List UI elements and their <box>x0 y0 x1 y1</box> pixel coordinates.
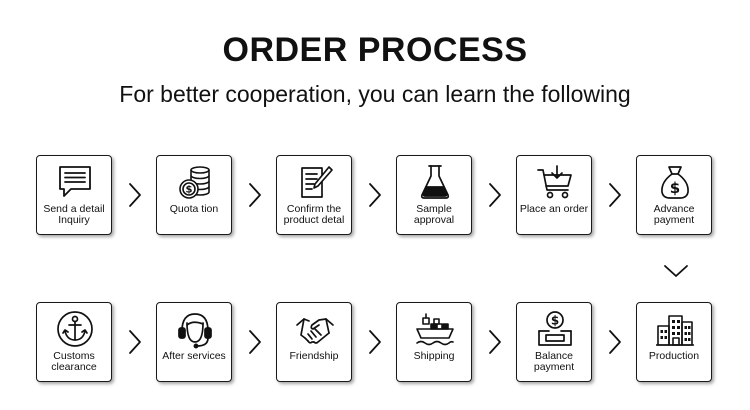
svg-text:$: $ <box>670 179 680 197</box>
step-label: Confirm the product detal <box>283 203 345 226</box>
page-subtitle: For better cooperation, you can learn th… <box>119 81 631 107</box>
coins-icon: $ <box>175 162 215 202</box>
handshake-icon <box>295 309 335 349</box>
flask-icon <box>415 162 455 202</box>
step-label: Sample approval <box>413 203 455 226</box>
step-confirm-product: Confirm the product detal <box>276 155 352 235</box>
step-label: Place an order <box>519 203 589 215</box>
step-customs-clearance: Customs clearance <box>36 302 112 382</box>
chevron-right-icon <box>128 182 142 208</box>
chevron-right-icon <box>488 182 502 208</box>
step-place-order: Place an order <box>516 155 592 235</box>
step-label: Advance payment <box>653 203 695 226</box>
money-bag-icon: $ <box>655 162 695 202</box>
chevron-right-icon <box>248 329 262 355</box>
page-title: ORDER PROCESS <box>222 31 528 69</box>
step-label: Balance payment <box>533 350 575 373</box>
step-label: Quota tion <box>169 203 219 215</box>
step-label: After services <box>162 350 226 362</box>
anchor-icon <box>55 309 95 349</box>
step-label: Friendship <box>289 350 339 362</box>
step-label: Send a detail Inquiry <box>43 203 105 226</box>
step-label: Customs clearance <box>51 350 97 373</box>
step-label: Shipping <box>413 350 455 362</box>
chevron-right-icon <box>248 182 262 208</box>
svg-text:$: $ <box>186 185 193 196</box>
step-label: Production <box>648 350 700 362</box>
chevron-right-icon <box>368 329 382 355</box>
payment-box-icon: $ <box>535 309 575 349</box>
chevron-down-icon <box>663 264 689 278</box>
chevron-right-icon <box>608 329 622 355</box>
factory-buildings-icon <box>655 309 695 349</box>
step-quotation: $ Quota tion <box>156 155 232 235</box>
document-pen-icon <box>295 162 335 202</box>
chevron-right-icon <box>488 329 502 355</box>
step-production: Production <box>636 302 712 382</box>
step-balance-payment: $ Balance payment <box>516 302 592 382</box>
step-sample-approval: Sample approval <box>396 155 472 235</box>
headset-agent-icon <box>175 309 215 349</box>
cargo-ship-icon <box>415 309 455 349</box>
step-after-services: After services <box>156 302 232 382</box>
step-shipping: Shipping <box>396 302 472 382</box>
chevron-right-icon <box>368 182 382 208</box>
chevron-right-icon <box>608 182 622 208</box>
svg-text:$: $ <box>551 314 559 328</box>
step-send-inquiry: Send a detail Inquiry <box>36 155 112 235</box>
chat-document-icon <box>55 162 95 202</box>
step-friendship: Friendship <box>276 302 352 382</box>
step-advance-payment: $ Advance payment <box>636 155 712 235</box>
shopping-cart-icon <box>535 162 575 202</box>
chevron-right-icon <box>128 329 142 355</box>
